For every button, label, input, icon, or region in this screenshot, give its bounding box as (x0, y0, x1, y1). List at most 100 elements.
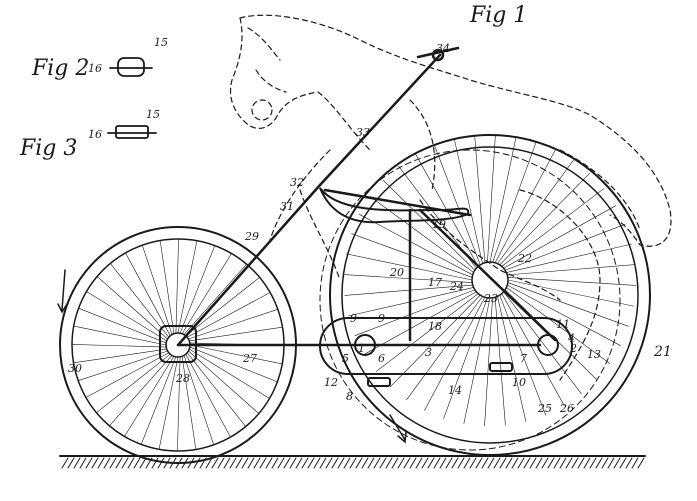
hatch-line (271, 457, 279, 469)
spoke (487, 133, 496, 263)
spoke (501, 293, 565, 406)
numeral: 7 (520, 352, 527, 365)
spoke (492, 141, 537, 263)
hatch-line (91, 457, 99, 469)
hatch-line (601, 457, 609, 469)
numeral: 6 (378, 352, 385, 365)
numeral: 12 (324, 376, 338, 389)
hatch-line (85, 457, 93, 469)
numeral: 2 (569, 342, 577, 355)
hatch-line (325, 457, 333, 469)
spoke (85, 352, 170, 398)
hatch-line (343, 457, 351, 469)
hatch-line (403, 457, 411, 469)
hatch-line (607, 457, 615, 469)
hatch-line (121, 457, 129, 469)
hatch-line (361, 457, 369, 469)
handlebar (416, 46, 460, 62)
hatch-line (379, 457, 387, 469)
spoke (474, 134, 486, 264)
hatch-line (427, 457, 435, 469)
fig3-title: Fig 3 (19, 136, 77, 161)
numeral: 32 (290, 176, 304, 189)
numeral: 29 (244, 230, 259, 243)
spoke (188, 348, 270, 399)
spoke (181, 253, 232, 335)
hatch-line (457, 457, 465, 469)
hatch-line (481, 457, 489, 469)
spoke (71, 344, 167, 348)
hatch-line (421, 457, 429, 469)
hatch-line (355, 457, 363, 469)
spoke (424, 296, 486, 411)
fig2-part (109, 57, 153, 77)
hatch-line (211, 457, 219, 469)
hatch-line (97, 457, 105, 469)
spoke (183, 355, 215, 446)
hatch-line (637, 457, 645, 469)
hatch-line (133, 457, 141, 469)
hatch-line (217, 457, 225, 469)
numeral: 5 (342, 352, 349, 365)
spoke (141, 244, 173, 335)
numeral: 16 (88, 128, 102, 141)
numeral: 25 (537, 402, 552, 415)
spoke (406, 296, 483, 401)
spoke (109, 355, 173, 427)
spoke (124, 355, 175, 437)
spoke (506, 264, 636, 276)
spoke (188, 326, 283, 342)
hatch-line (337, 457, 345, 469)
hatch-line (277, 457, 285, 469)
numeral: 20 (389, 266, 404, 279)
hatch-line (109, 457, 117, 469)
spoke (503, 291, 582, 395)
numeral: 18 (428, 320, 442, 333)
spoke (382, 180, 476, 271)
hatch-line (619, 457, 627, 469)
hatch-line (613, 457, 621, 469)
numeral: 16 (88, 62, 102, 75)
spoke (443, 297, 488, 419)
spoke (494, 149, 556, 264)
numeral: 11 (556, 318, 570, 331)
hatch-line (547, 457, 555, 469)
hatch-line (223, 457, 231, 469)
hatch-line (469, 457, 477, 469)
spoke (504, 224, 626, 271)
reference-numerals: 15 16 15 16 34 33 32 31 29 30 28 27 19 2… (68, 36, 672, 415)
hatch-line (589, 457, 597, 469)
hatch-line (535, 457, 543, 469)
hatch-line (391, 457, 399, 469)
hatch-line (313, 457, 321, 469)
hatch-line (295, 457, 303, 469)
numeral: 14 (448, 384, 462, 397)
hatch-line (289, 457, 297, 469)
spoke (86, 291, 168, 342)
hatch-line (151, 457, 159, 469)
spoke (503, 205, 616, 269)
hatch-line (571, 457, 579, 469)
spoke (499, 294, 546, 416)
numeral: 33 (356, 126, 370, 139)
hatch-line (541, 457, 549, 469)
spoke (375, 293, 479, 372)
hatch-line (553, 457, 561, 469)
numeral: 31 (280, 200, 294, 213)
hatch-line (559, 457, 567, 469)
numeral: 3 (425, 346, 432, 359)
spoke (351, 233, 473, 278)
spoke (497, 159, 574, 264)
spoke (125, 252, 171, 337)
numeral: 34 (436, 42, 450, 55)
hatch-line (157, 457, 165, 469)
hatch-line (397, 457, 405, 469)
numeral: 1 (358, 342, 365, 355)
hatch-line (583, 457, 591, 469)
hatch-line (229, 457, 237, 469)
hatch-line (433, 457, 441, 469)
hatch-line (385, 457, 393, 469)
numeral: 9 (378, 312, 385, 325)
hatch-line (517, 457, 525, 469)
